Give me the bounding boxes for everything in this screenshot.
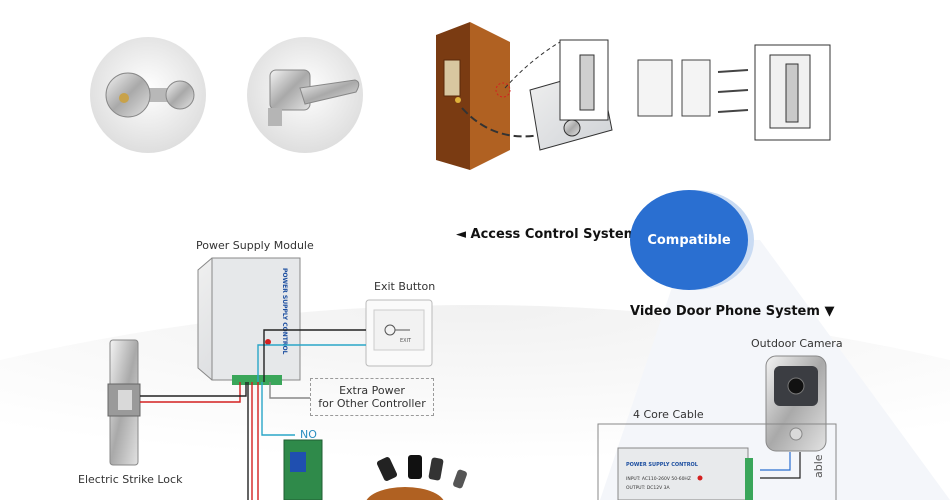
power-supply-module-label: Power Supply Module [196,239,314,252]
extra-power-line2: for Other Controller [318,397,426,410]
electric-strike-lock-label: Electric Strike Lock [78,473,183,486]
extra-power-line1: Extra Power [339,384,405,397]
video-psu-input: INPUT: AC110-260V 50-60HZ [626,476,691,482]
lever-lock-image [247,37,363,153]
video-psu-image: POWER SUPPLY CONTROL INPUT: AC110-260V 5… [597,423,837,500]
strike-parts-image [637,44,831,141]
video-door-phone-system-label: Video Door Phone System ▼ [630,304,835,319]
no-terminal-label: NO [300,428,317,441]
video-psu-title: POWER SUPPLY CONTROL [626,462,699,468]
exit-button-image: EXIT [365,299,433,367]
outdoor-camera-image [765,355,827,452]
exit-button-text: EXIT [400,338,412,344]
relay-board-image [283,439,323,500]
knob-lock-image [90,37,206,153]
access-control-system-label: ◄ Access Control System [456,227,638,242]
door-installation-image [436,22,613,170]
video-psu-output: OUTPUT: DC12V 3A [626,485,670,491]
psu-module-title: POWER SUPPLY CONTROL [281,268,288,355]
extra-power-box: Extra Power for Other Controller [310,378,434,416]
exit-button-label: Exit Button [374,280,436,293]
cable-fragment-label: able [812,454,825,478]
four-core-cable-label: 4 Core Cable [633,408,704,421]
remote-fobs-image [366,455,467,500]
wiring [140,329,366,500]
compatible-badge: Compatible [630,190,748,290]
power-supply-module-image: POWER SUPPLY CONTROL [197,257,301,385]
electric-strike-lock-image [107,339,141,466]
outdoor-camera-label: Outdoor Camera [751,337,843,350]
